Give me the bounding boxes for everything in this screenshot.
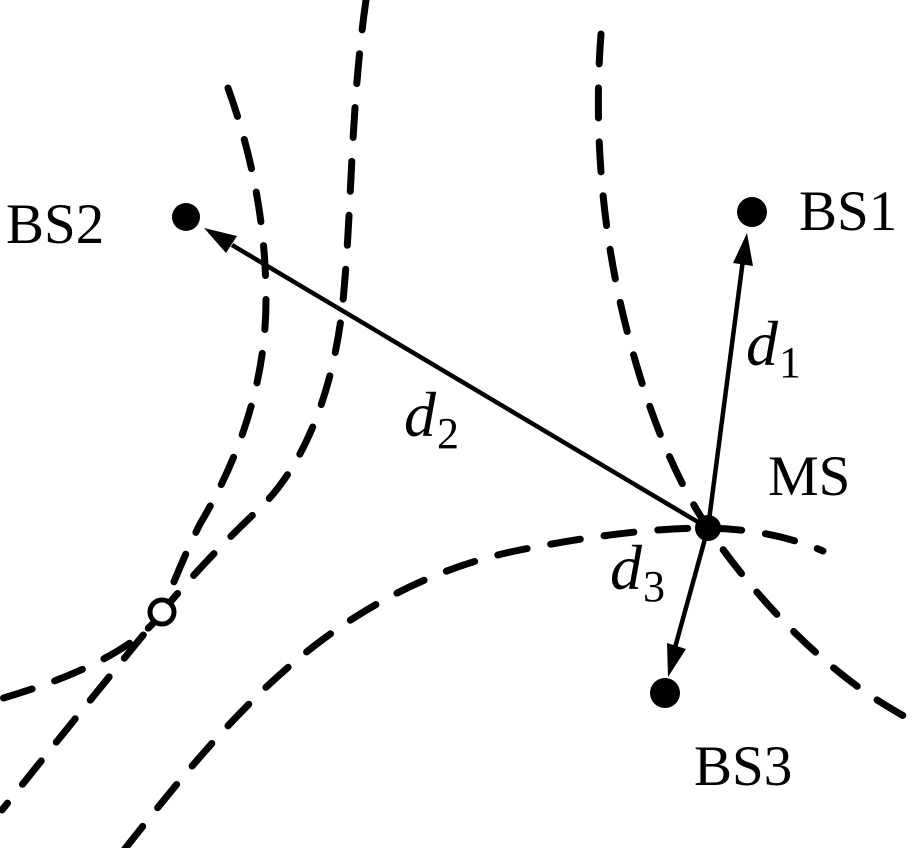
hyperbola-branch-through-ms-horizontal: [121, 524, 827, 848]
d1-symbol: d: [746, 308, 778, 379]
d1-arrowhead: [733, 233, 753, 266]
d2-symbol: d: [404, 379, 436, 450]
ms-node-dot: [695, 515, 721, 541]
hyperbola-branch-left-inner: [0, 84, 270, 703]
d1-subscript: 1: [779, 338, 801, 387]
d3-arrow-line: [668, 527, 711, 663]
d3-arrowhead: [667, 643, 686, 677]
d3-label: d3: [610, 536, 665, 609]
ms-label: MS: [768, 445, 851, 508]
bs2-label: BS2: [6, 193, 105, 256]
bs3-node-dot: [650, 678, 680, 708]
bs1-node-dot: [737, 197, 767, 227]
hyperbola-branch-left-outer: [0, 0, 370, 814]
d3-subscript: 3: [643, 562, 665, 611]
d1-arrow-line: [705, 251, 747, 529]
d1-label: d1: [746, 312, 801, 385]
d2-label: d2: [404, 383, 459, 456]
ambiguity-intersection-circle: [147, 597, 177, 627]
bs3-label: BS3: [694, 735, 793, 798]
d2-subscript: 2: [437, 409, 459, 458]
bs2-node-dot: [172, 203, 200, 231]
d3-symbol: d: [610, 532, 642, 603]
bs1-label: BS1: [799, 180, 898, 243]
d2-arrow-line: [230, 243, 710, 530]
d2-arrowhead: [204, 228, 237, 253]
hyperbola-branch-through-ms-vertical: [594, 30, 922, 730]
